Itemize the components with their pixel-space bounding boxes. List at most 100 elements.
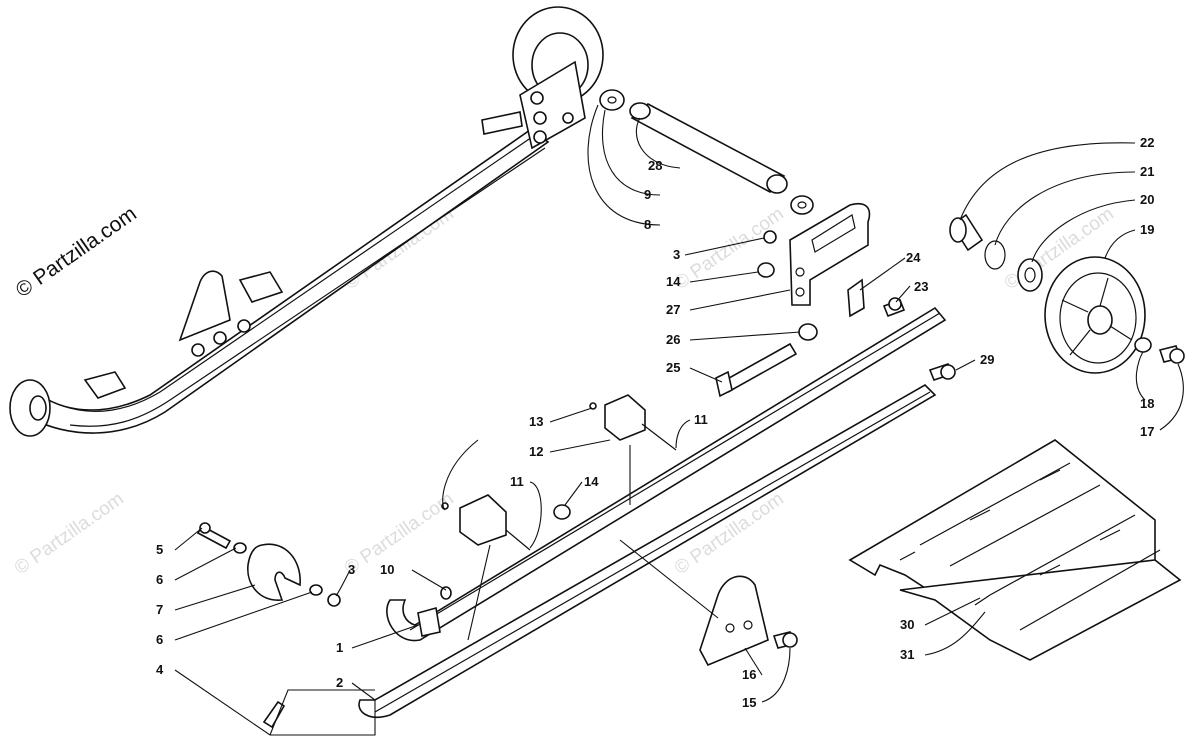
washer-8 — [599, 89, 625, 111]
leader-19 — [1104, 229, 1136, 259]
axle-plate-nut — [533, 130, 547, 144]
hyfax-wear-strip-2 — [358, 384, 937, 719]
leader-22 — [959, 142, 1136, 221]
callout-29: 29 — [980, 352, 994, 367]
washer-9 — [790, 195, 814, 215]
leader-3-upper — [684, 237, 765, 256]
leader-25 — [689, 367, 723, 383]
callout-layer: 28 9 8 3 14 27 26 25 24 23 29 22 21 20 1… — [156, 135, 1154, 710]
upper-bracket-nut — [213, 331, 227, 345]
bracket-hole — [795, 287, 805, 297]
leader-15 — [761, 647, 791, 703]
leader-bracket-hole — [619, 539, 719, 619]
track-clips — [899, 469, 1121, 606]
callout-21: 21 — [1140, 164, 1154, 179]
callout-14-upper: 14 — [666, 274, 681, 289]
callout-16: 16 — [742, 667, 756, 682]
watermark: © Partzilla.com — [671, 203, 788, 294]
leader-27 — [689, 289, 791, 311]
upper-bracket-nut — [191, 343, 205, 357]
washer-9-hole — [797, 201, 807, 209]
shock-bracket-16 — [699, 575, 769, 667]
callout-19: 19 — [1140, 222, 1154, 237]
callout-10: 10 — [380, 562, 394, 577]
leader-1 — [351, 624, 419, 649]
rivet-10 — [440, 586, 452, 600]
leader-11-lower — [529, 481, 542, 549]
upper-slide-block-mid — [238, 271, 284, 303]
callout-6-lower: 6 — [156, 632, 163, 647]
bearing-sleeve-22-end — [949, 217, 967, 243]
leader-18 — [1135, 351, 1146, 401]
pin-13 — [589, 402, 597, 410]
callout-3-lower: 3 — [348, 562, 355, 577]
pin-11-upper — [641, 423, 677, 451]
callout-3-upper: 3 — [673, 247, 680, 262]
bracket-16-hole — [725, 623, 735, 633]
nut-14-lower — [553, 504, 571, 520]
upper-bracket-nut — [237, 319, 251, 333]
leader-16 — [744, 647, 763, 676]
upper-rail — [28, 129, 550, 434]
axle-bracket-slot — [811, 214, 856, 253]
lower-rail-assembly — [358, 306, 947, 719]
rear-bracket-group — [715, 203, 956, 398]
callout-11-lower: 11 — [510, 474, 524, 489]
leader-4 — [174, 669, 376, 736]
callout-17: 17 — [1140, 424, 1154, 439]
callout-9: 9 — [644, 187, 651, 202]
leader-23 — [895, 285, 911, 303]
leader-21 — [994, 171, 1136, 246]
bolt-29-head — [940, 364, 956, 380]
pin-11-lower — [505, 529, 531, 551]
upper-rail-assembly — [9, 6, 604, 437]
callout-12: 12 — [529, 444, 543, 459]
upper-shock-bracket — [178, 270, 231, 342]
bracket-hole — [795, 267, 805, 277]
upper-rail-lower-edge — [69, 147, 546, 427]
leader-lines — [174, 104, 1184, 736]
mount-block-24 — [847, 278, 865, 318]
callout-20: 20 — [1140, 192, 1154, 207]
snap-ring-21 — [984, 240, 1006, 270]
leader-8 — [587, 104, 661, 226]
spacer-26 — [798, 323, 818, 341]
track-31 — [899, 559, 1182, 661]
bumper-wheel-7 — [247, 543, 301, 601]
callout-28: 28 — [648, 158, 662, 173]
leader-28 — [635, 117, 681, 169]
leader-3-lower — [335, 569, 351, 597]
upper-slide-block-front — [83, 371, 127, 399]
bearing-20-bore — [1024, 267, 1036, 283]
callout-31: 31 — [900, 647, 914, 662]
leader-31 — [924, 611, 986, 656]
axle-bracket-27 — [789, 203, 871, 306]
leader-2 — [351, 682, 376, 701]
callout-22: 22 — [1140, 135, 1154, 150]
leader-5 — [174, 527, 203, 551]
leader-20 — [1031, 199, 1136, 263]
watermark: © Partzilla.com — [11, 488, 128, 579]
adjuster-bolt — [481, 111, 523, 135]
screw-4 — [262, 700, 286, 729]
slide-rail-1 — [386, 306, 947, 642]
leader-13 — [549, 407, 593, 423]
track-lugs — [919, 462, 1161, 631]
bolt-5-head — [199, 522, 211, 534]
callout-14-lower: 14 — [584, 474, 599, 489]
leader-block-12-rail — [467, 544, 491, 641]
axle-plate-nut — [562, 112, 574, 124]
washer-18 — [1134, 337, 1152, 353]
bolt-15-head — [782, 632, 798, 648]
washer-6-upper — [233, 542, 247, 554]
callout-2: 2 — [336, 675, 343, 690]
leader-24 — [859, 257, 906, 291]
axle-plate-nut — [533, 111, 547, 125]
leader-7 — [174, 584, 256, 611]
callout-24: 24 — [906, 250, 921, 265]
leader-6-upper — [174, 547, 237, 581]
callout-1: 1 — [336, 640, 343, 655]
callout-7: 7 — [156, 602, 163, 617]
